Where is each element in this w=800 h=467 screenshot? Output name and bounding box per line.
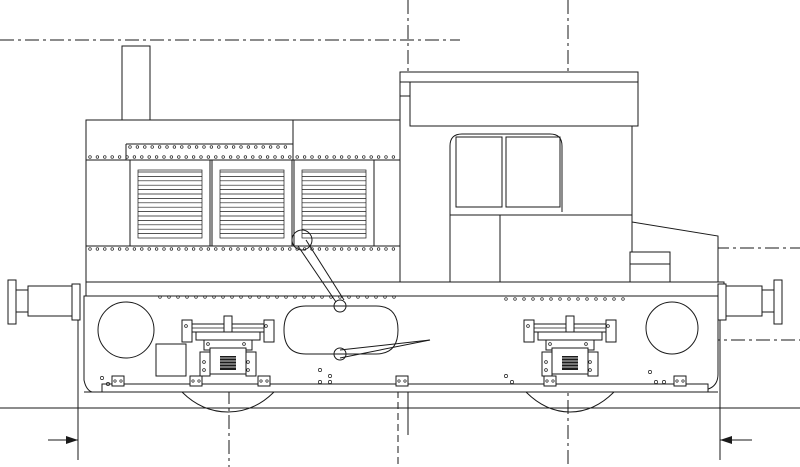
axlebox-rear <box>523 315 617 377</box>
frame-slot <box>283 305 399 355</box>
wheel-rear <box>525 391 615 413</box>
buffer-front <box>7 279 81 325</box>
dimension-arrows <box>48 436 752 444</box>
rear-tank <box>629 221 719 283</box>
wheel-front <box>181 391 275 413</box>
cab-window-right <box>505 136 561 208</box>
cab <box>399 71 639 339</box>
cab-door <box>449 133 563 215</box>
exhaust-stack <box>121 45 151 121</box>
cab-window-left <box>455 136 503 208</box>
frame-rivets <box>100 295 687 387</box>
drive-linkage <box>291 229 431 361</box>
frame-hole-front <box>97 301 155 359</box>
engine-louvres <box>137 169 367 239</box>
frame-hole-rear <box>645 301 699 355</box>
buffer-rear <box>717 279 783 325</box>
axlebox-front <box>181 315 275 377</box>
